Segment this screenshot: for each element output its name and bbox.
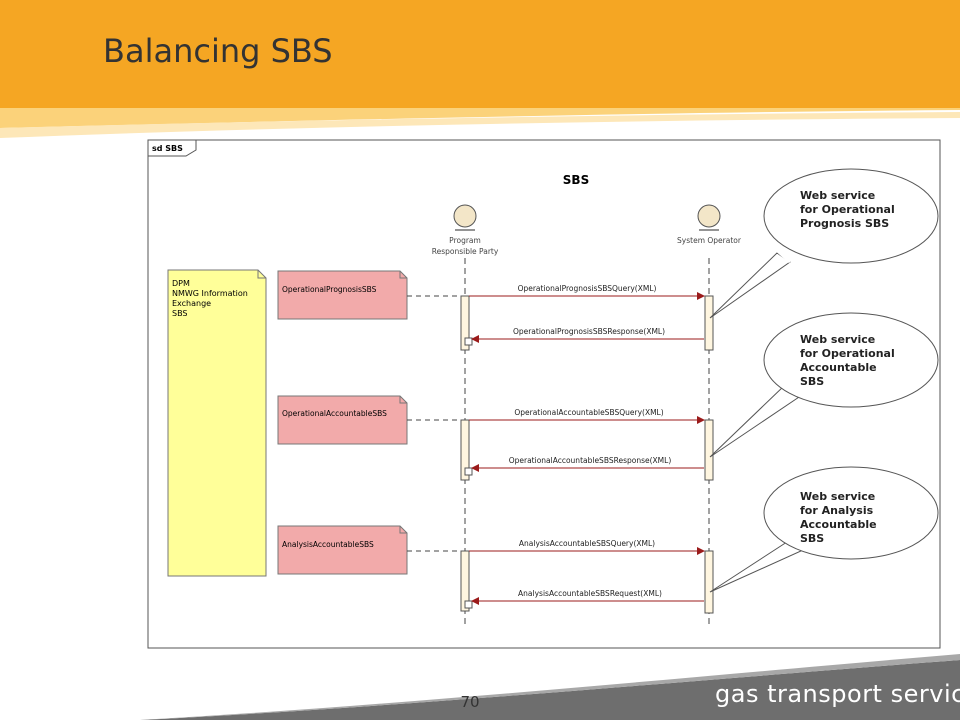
callout-line: Web service	[800, 490, 876, 503]
callout-bubble-2	[709, 312, 939, 458]
callout-line: Accountable	[800, 518, 877, 531]
message-label-5: AnalysisAccountableSBSQuery(XML)	[519, 539, 655, 548]
lifeline-name-so: System Operator	[677, 236, 742, 245]
doc-note-fold	[257, 270, 266, 279]
callout-2-text: Web service for Operational Accountable …	[800, 333, 895, 389]
message-label-2: OperationalPrognosisSBSResponse(XML)	[513, 327, 665, 336]
return-marker-2	[464, 467, 473, 476]
frame-label-tab	[147, 139, 197, 157]
slide-title: Balancing SBS	[103, 32, 333, 70]
callout-line: for Operational	[800, 347, 895, 360]
callout-line: for Analysis	[800, 504, 874, 517]
process-note-3-label: AnalysisAccountableSBS	[282, 540, 374, 549]
callout-line: for Operational	[800, 203, 895, 216]
return-marker-1	[464, 337, 473, 346]
doc-note-line: DPM	[172, 279, 190, 288]
frame-label: sd SBS	[152, 144, 183, 153]
process-note-2-label: OperationalAccountableSBS	[282, 409, 387, 418]
process-note-1	[277, 270, 463, 320]
message-label-3: OperationalAccountableSBSQuery(XML)	[514, 408, 663, 417]
message-label-4: OperationalAccountableSBSResponse(XML)	[509, 456, 672, 465]
callout-1-text: Web service for Operational Prognosis SB…	[800, 189, 895, 231]
actor-program-responsible-party	[453, 204, 477, 231]
message-label-1: OperationalPrognosisSBSQuery(XML)	[518, 284, 657, 293]
callout-line: Prognosis SBS	[800, 217, 890, 230]
callout-3-text: Web service for Analysis Accountable SBS	[800, 490, 877, 546]
activation-prp-3	[460, 550, 470, 612]
activation-so-3	[704, 550, 714, 614]
process-note-3	[277, 525, 463, 575]
callout-line: Web service	[800, 189, 876, 202]
actor-system-operator	[697, 204, 721, 231]
footer-band	[140, 654, 960, 720]
header-band	[0, 0, 960, 138]
return-marker-3	[464, 600, 473, 609]
callout-line: SBS	[800, 532, 825, 545]
doc-note-line: Exchange	[172, 299, 212, 308]
process-note-2	[277, 395, 463, 445]
brand-wordmark: gas transport services	[715, 680, 960, 708]
diagram-title: SBS	[563, 173, 589, 187]
doc-note-line: SBS	[172, 309, 188, 318]
process-note-1-label: OperationalPrognosisSBS	[282, 285, 377, 294]
lifeline-name-prp-line1: Program	[449, 236, 481, 245]
message-label-6: AnalysisAccountableSBSRequest(XML)	[518, 589, 662, 598]
page-number: 70	[460, 693, 480, 711]
activation-so-1	[704, 295, 714, 351]
callout-line: Web service	[800, 333, 876, 346]
doc-note	[167, 269, 267, 577]
doc-note-line: NMWG Information	[172, 289, 248, 298]
lifeline-name-prp-line2: Responsible Party	[432, 247, 499, 256]
callout-line: SBS	[800, 375, 825, 388]
activation-prp-2	[460, 419, 470, 481]
callout-bubble-3	[709, 466, 939, 593]
activation-so-2	[704, 419, 714, 481]
doc-note-text: DPM NMWG Information Exchange SBS	[172, 279, 248, 319]
activation-prp-1	[460, 295, 470, 351]
callout-bubble-1	[709, 168, 939, 319]
callout-line: Accountable	[800, 361, 877, 374]
